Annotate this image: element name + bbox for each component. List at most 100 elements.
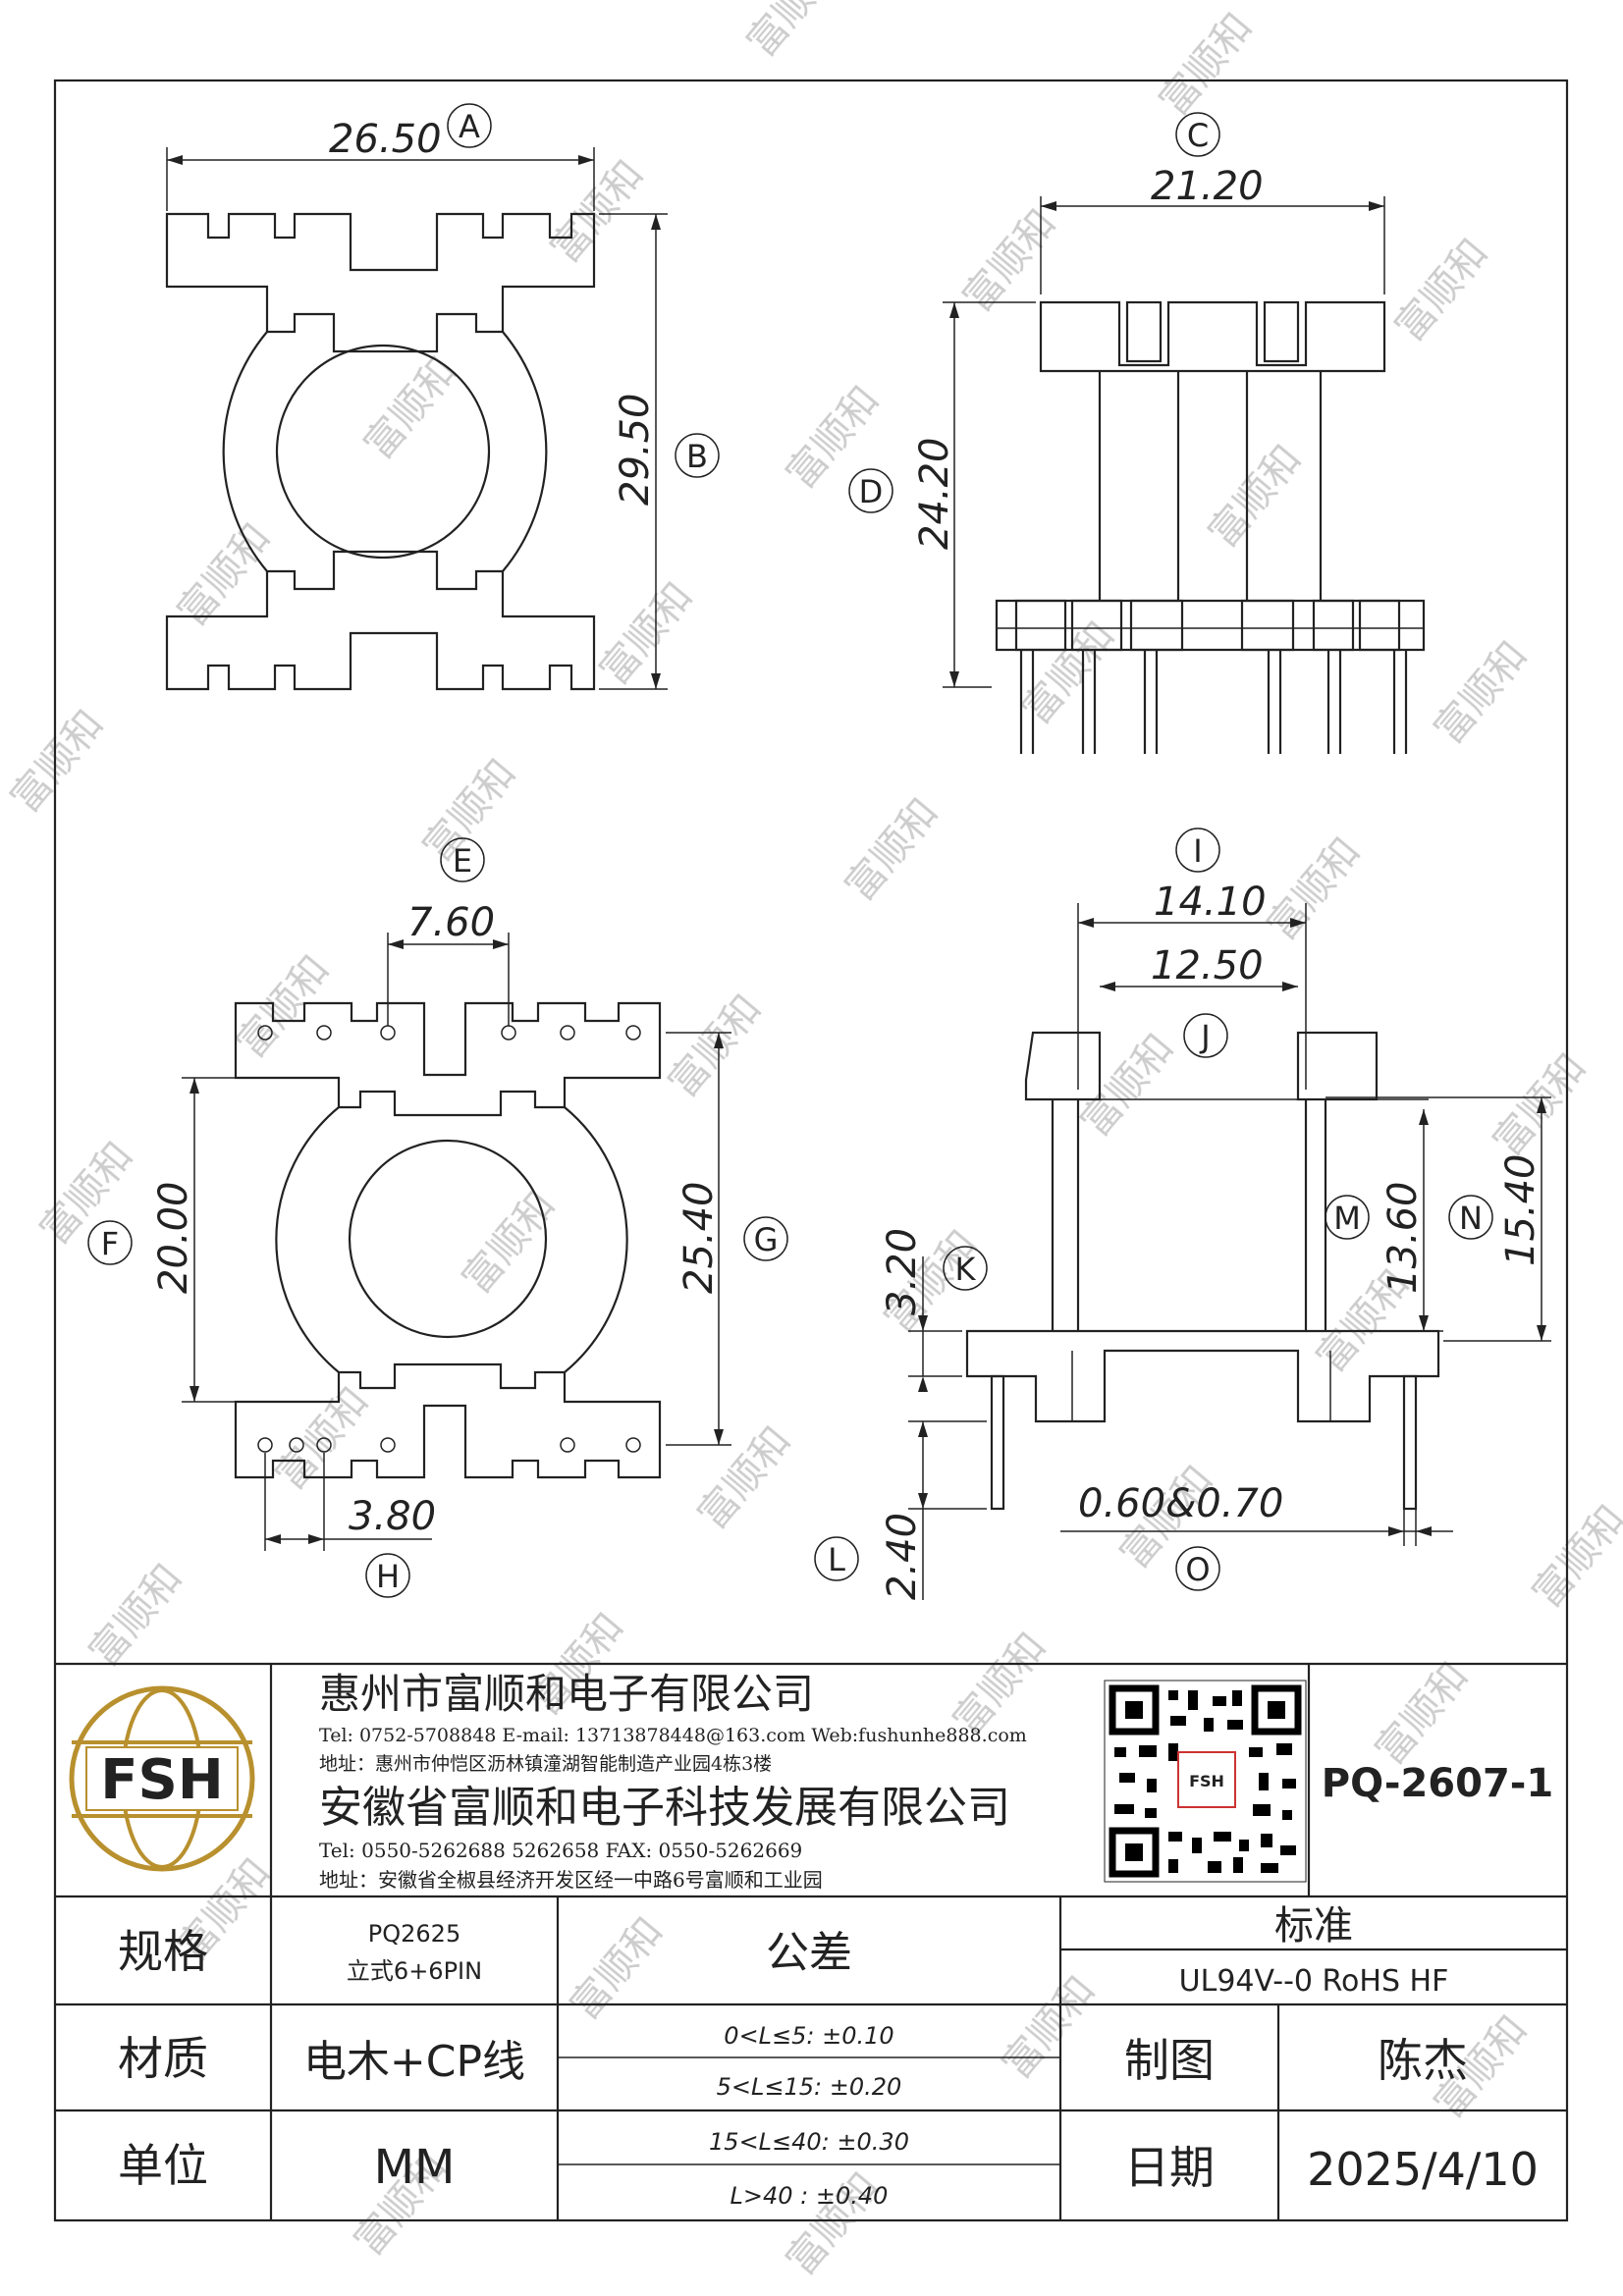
dim-value: 13.60	[1380, 1181, 1426, 1294]
section-view: 14.10 I 12.50 J 3.20 K 2.40 L	[814, 828, 1551, 1600]
title-block: FSH 惠州市富顺和电子有限公司 Tel: 0752-5708848 E-mai…	[55, 1662, 1567, 2220]
drawn-value: 陈杰	[1378, 2034, 1468, 2087]
dim-value: 29.50	[613, 393, 658, 506]
arrow	[918, 1376, 928, 1392]
company2-name: 安徽省富顺和电子科技发展有限公司	[319, 1783, 1010, 1833]
top-view-outline	[165, 212, 596, 353]
arrow	[388, 939, 404, 949]
pin-block	[1358, 599, 1401, 652]
standard-label: 标准	[1274, 1903, 1353, 1949]
pin-hole	[316, 1437, 332, 1453]
section-pin	[1402, 1374, 1418, 1511]
pin-block	[1240, 599, 1295, 652]
arrow	[189, 1078, 199, 1094]
arrow	[1537, 1097, 1546, 1113]
company1-address: 地址：惠州市仲恺区沥林镇潼湖智能制造产业园4栋3楼	[319, 1753, 772, 1775]
watermark: 富顺和	[2, 702, 112, 821]
dim-tag-circle	[1175, 828, 1220, 873]
company2-contact: Tel: 0550-5262688 5262658 FAX: 0550-5262…	[319, 1839, 802, 1862]
side-slot	[1263, 300, 1300, 363]
pin-hole	[316, 1025, 332, 1041]
bottom-view-outline	[234, 1001, 662, 1117]
dim-value: 21.20	[1151, 164, 1264, 209]
pin-block	[1312, 599, 1355, 652]
material-value: 电木+CP线	[303, 2037, 525, 2087]
watermark: 富顺和	[542, 152, 652, 271]
bobbin-flange-arc	[275, 1106, 340, 1373]
center-bore	[348, 1139, 548, 1339]
dim-tag-circle	[743, 1216, 788, 1261]
dim-value: 3.80	[349, 1494, 436, 1539]
watermark: 富顺和	[689, 1418, 799, 1537]
arrow	[714, 1033, 724, 1048]
tolerance-row: 0<L≤5: ±0.10	[724, 2022, 893, 2050]
arrow	[918, 1421, 928, 1437]
dim-value: 25.40	[676, 1181, 722, 1294]
arrow	[265, 1534, 281, 1544]
date-value: 2025/4/10	[1307, 2143, 1539, 2196]
watermark: 富顺和	[837, 790, 947, 909]
pin-hole	[560, 1437, 575, 1453]
spec-label: 规格	[118, 1925, 208, 1978]
side-slot	[1125, 300, 1163, 363]
dim-value: 2.40	[880, 1513, 925, 1600]
pin-block	[1014, 599, 1067, 652]
pin-hole	[380, 1025, 396, 1041]
watermark: 富顺和	[562, 1909, 672, 2028]
dim-value: 7.60	[407, 900, 495, 945]
watermark: 富顺和	[228, 947, 338, 1066]
tolerance-row: 5<L≤15: ±0.20	[717, 2073, 902, 2101]
arrow	[918, 1493, 928, 1509]
arrow	[1290, 918, 1306, 928]
arrow	[1419, 1109, 1429, 1125]
top-view-outline	[165, 550, 596, 691]
arrow	[1388, 1526, 1404, 1536]
bottom-view-outline	[234, 1362, 662, 1479]
arrow	[1041, 201, 1056, 211]
bobbin-flange-arc	[222, 331, 268, 572]
bobbin-flange-arc	[502, 331, 548, 572]
watermark: 富顺和	[994, 1968, 1104, 2087]
arrow	[1369, 201, 1384, 211]
watermark: 富顺和	[1200, 437, 1310, 556]
dim-value: 15.40	[1498, 1153, 1543, 1266]
company-logo: FSH	[69, 1685, 255, 1872]
watermark: 富顺和	[1259, 829, 1369, 948]
watermark: 富顺和	[81, 1556, 190, 1675]
arrow	[578, 155, 594, 165]
arrow	[1100, 982, 1115, 991]
arrow	[493, 939, 509, 949]
dim-tag-circle	[943, 1246, 988, 1291]
dim-tag-circle	[675, 433, 720, 478]
dim-tag-circle	[365, 1553, 410, 1598]
spec-value-1: PQ2625	[368, 1920, 460, 1948]
dim-tag-circle	[1183, 1013, 1228, 1058]
pin-hole	[560, 1025, 575, 1041]
pin-hole	[380, 1437, 396, 1453]
dim-value: 0.60&0.70	[1078, 1481, 1283, 1526]
section-clip	[1296, 1031, 1379, 1101]
dim-tag-circle	[87, 1220, 133, 1265]
section-base	[965, 1329, 1440, 1423]
pin-hole	[625, 1025, 641, 1041]
arrow	[651, 214, 661, 230]
arrow	[949, 302, 959, 318]
pin-hole	[257, 1437, 273, 1453]
dim-tag: O	[1185, 1551, 1210, 1588]
dim-tag-circle	[447, 103, 492, 148]
dim-tag-circle	[1175, 112, 1220, 157]
arrow	[1419, 1315, 1429, 1331]
dim-tag: H	[376, 1558, 400, 1595]
dim-tag: K	[955, 1251, 977, 1288]
pin-hole	[625, 1437, 641, 1453]
dim-tag-circle	[440, 837, 485, 882]
arrow	[189, 1386, 199, 1402]
dim-tag: I	[1193, 832, 1202, 870]
dim-value: 24.20	[912, 437, 957, 550]
dim-value: 20.00	[151, 1181, 196, 1294]
dim-tag-circle	[1448, 1195, 1493, 1240]
watermark: 富顺和	[1426, 633, 1536, 752]
material-label: 材质	[118, 2032, 208, 2085]
top-view: 26.50 A 29.50 B	[165, 103, 720, 691]
